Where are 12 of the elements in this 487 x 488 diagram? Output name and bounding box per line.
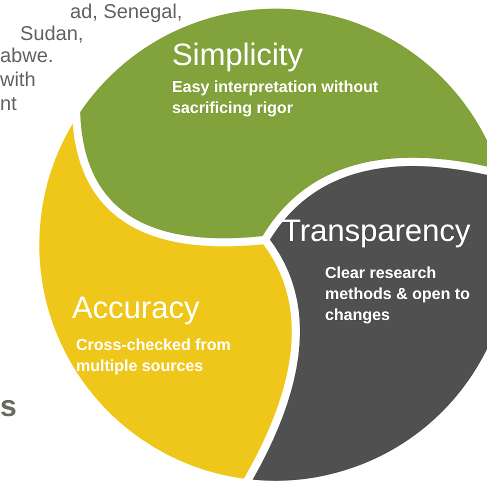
segment-description: Clear research methods & open to changes xyxy=(325,264,471,326)
text-fragment: Sudan, xyxy=(20,24,84,44)
segment-description: Easy interpretation without sacrificing rigor xyxy=(172,78,380,119)
segment-heading: Accuracy xyxy=(72,291,200,326)
text-fragment: s xyxy=(0,392,17,422)
text-fragment: ad, Senegal, xyxy=(70,2,182,22)
text-fragment: abwe. xyxy=(0,46,54,66)
segment-heading: Simplicity xyxy=(172,38,303,72)
segment-description: Cross-checked from multiple sources xyxy=(76,336,232,377)
text-fragment: nt xyxy=(0,94,17,114)
text-fragment: with xyxy=(0,70,36,90)
segment-heading: Transparency xyxy=(282,214,470,248)
